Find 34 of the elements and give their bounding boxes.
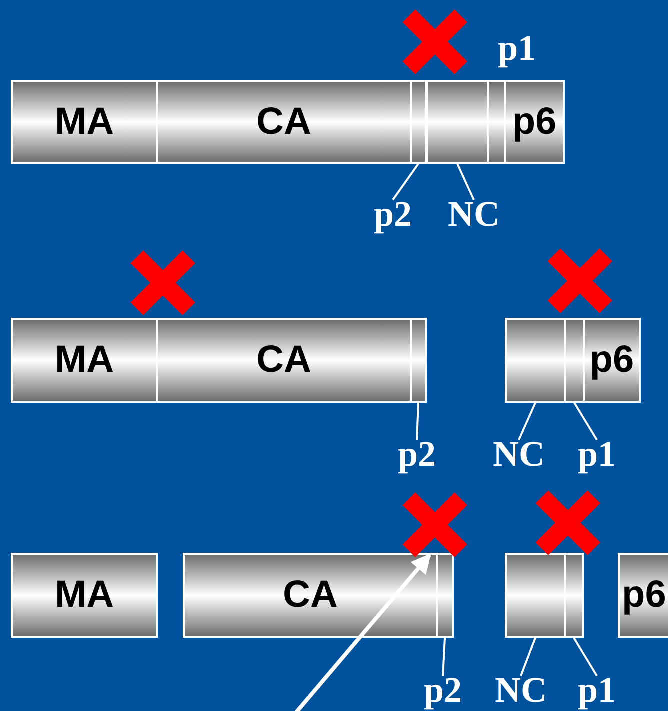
protein-segment: MA — [11, 553, 158, 638]
segment-label: p2 — [374, 196, 412, 232]
leader-line — [456, 164, 475, 200]
protein-segment: p6 — [618, 553, 668, 638]
segment-label: p2 — [424, 672, 462, 708]
leader-line — [520, 638, 536, 676]
protein-segment: CA — [156, 318, 412, 403]
protein-segment: CA — [183, 553, 438, 638]
segment-label: p1 — [578, 672, 616, 708]
leader-line — [442, 638, 446, 676]
segment-label: NC — [448, 196, 500, 232]
protein-segment: CA — [156, 80, 412, 164]
segment-label: p1 — [498, 30, 536, 66]
leader-line — [416, 402, 420, 440]
segment-label: p2 — [398, 436, 436, 472]
protein-segment — [410, 80, 427, 164]
protein-segment — [505, 318, 566, 403]
leader-line — [573, 637, 598, 677]
segment-label: p1 — [578, 436, 616, 472]
protein-segment: p6 — [504, 80, 565, 164]
leader-line — [518, 402, 536, 440]
protein-segment — [564, 318, 585, 403]
segment-label: NC — [495, 672, 547, 708]
protein-segment — [426, 80, 489, 164]
segment-label: NC — [493, 436, 545, 472]
protein-segment — [436, 553, 454, 638]
protein-segment: MA — [11, 318, 158, 403]
protein-segment — [564, 553, 584, 638]
protein-segment: MA — [11, 80, 158, 164]
protein-segment — [410, 318, 427, 403]
protein-segment — [505, 553, 566, 638]
leader-line — [574, 402, 598, 441]
protein-segment: p6 — [583, 318, 641, 403]
leader-line — [392, 163, 420, 201]
